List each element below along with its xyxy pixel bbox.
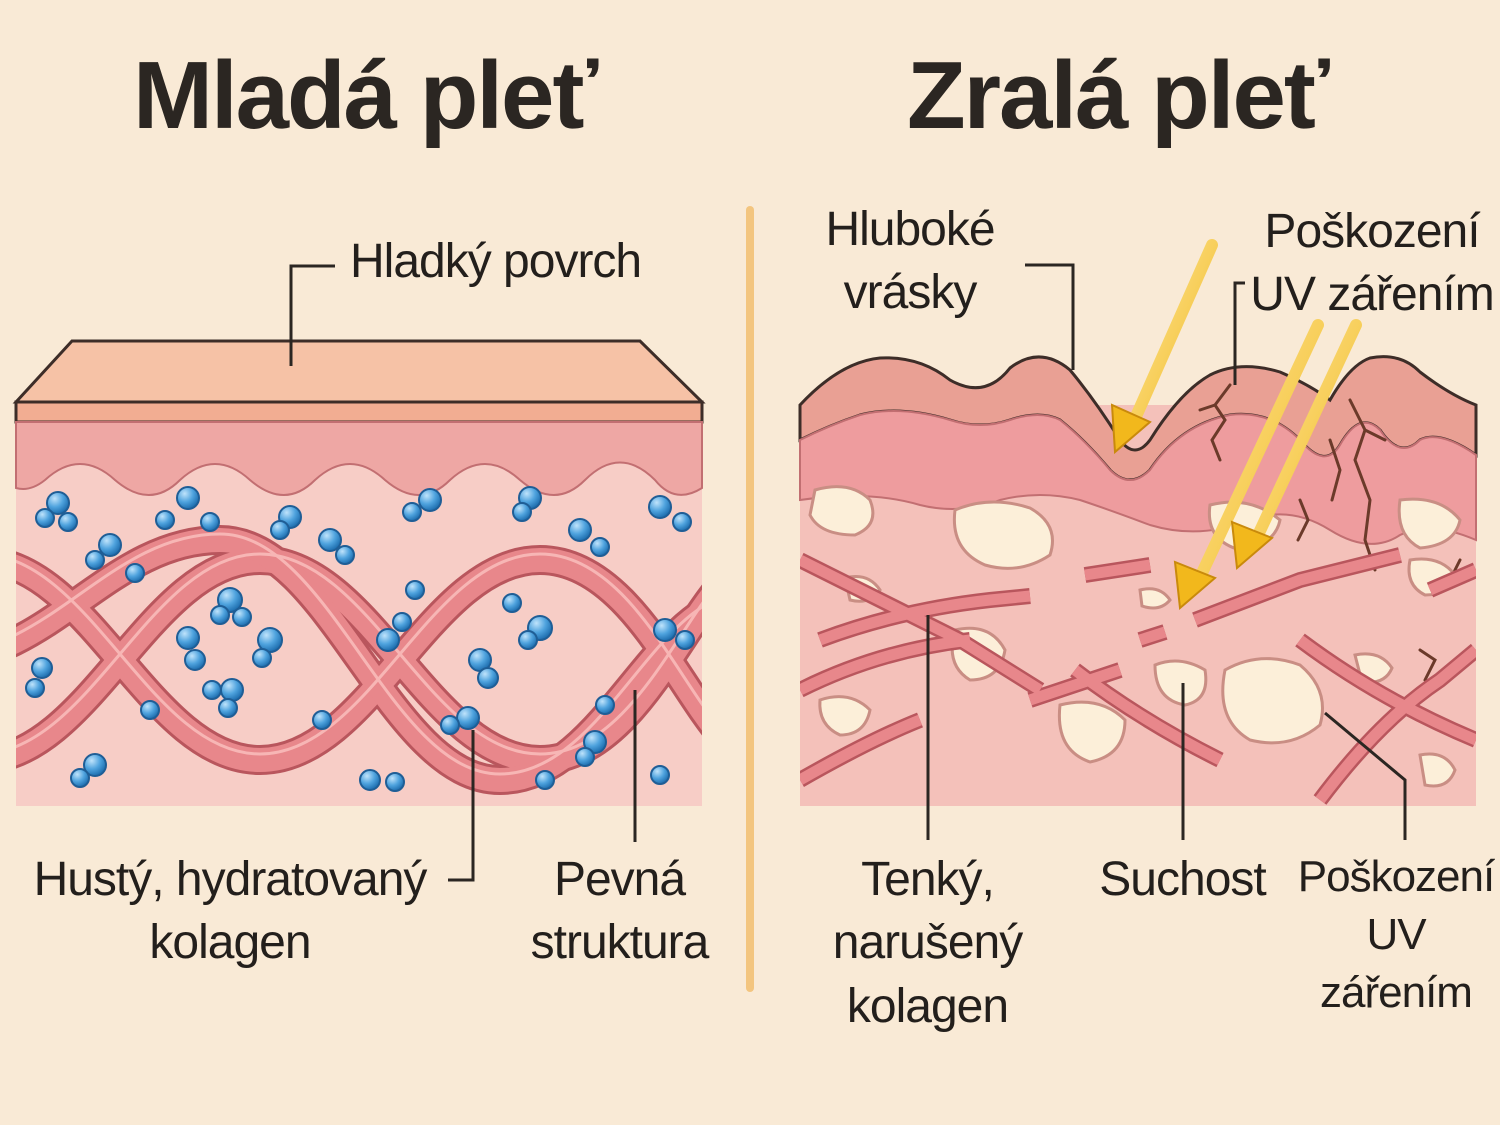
young-skin-block xyxy=(0,266,760,880)
label-deep-wrinkles-line2: vrásky xyxy=(810,261,1010,324)
label-smooth-surface: Hladký povrch xyxy=(350,230,641,293)
label-deep-wrinkles: Hluboké vrásky xyxy=(810,198,1010,325)
label-uv-damage-bottom-line2: UV xyxy=(1296,906,1496,964)
label-thin-collagen: Tenký, narušený kolagen xyxy=(815,848,1040,1038)
label-deep-wrinkles-line1: Hluboké xyxy=(810,198,1010,261)
label-uv-damage-bottom-line1: Poškození xyxy=(1296,848,1496,906)
label-uv-damage-top-line1: Poškození xyxy=(1248,200,1496,263)
label-dense-collagen-line2: kolagen xyxy=(20,911,440,974)
epidermis-layer xyxy=(16,402,702,422)
epidermis-top-face xyxy=(16,341,702,402)
label-thin-collagen-line2: narušený xyxy=(815,911,1040,974)
label-uv-damage-bottom-line3: zářením xyxy=(1296,964,1496,1022)
label-uv-damage-bottom: Poškození UV zářením xyxy=(1296,848,1496,1022)
label-uv-damage-top: Poškození UV zářením xyxy=(1248,200,1496,327)
label-thin-collagen-line1: Tenký, xyxy=(815,848,1040,911)
label-firm-structure-line1: Pevná xyxy=(512,848,727,911)
label-dense-collagen-line1: Hustý, hydratovaný xyxy=(20,848,440,911)
label-thin-collagen-line3: kolagen xyxy=(815,975,1040,1038)
label-dryness: Suchost xyxy=(1085,848,1280,911)
mature-skin-block xyxy=(800,245,1476,840)
label-firm-structure-line2: struktura xyxy=(512,911,727,974)
label-uv-damage-top-line2: UV zářením xyxy=(1248,263,1496,326)
label-dense-collagen: Hustý, hydratovaný kolagen xyxy=(20,848,440,975)
label-firm-structure: Pevná struktura xyxy=(512,848,727,975)
